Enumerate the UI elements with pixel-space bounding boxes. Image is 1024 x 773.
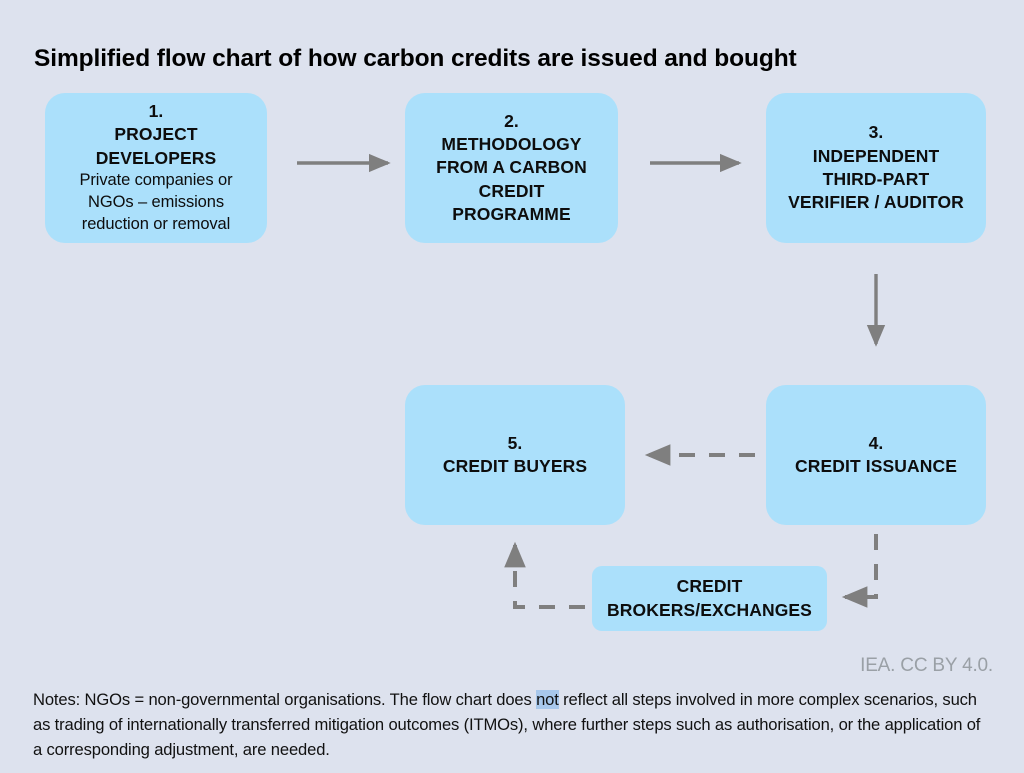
node-4-number: 4. <box>868 432 884 453</box>
node-1-title-line-1: PROJECT <box>114 124 198 145</box>
node-1-sub-line-2: NGOs – emissions <box>88 192 224 211</box>
node-1-heading: 1. PROJECT DEVELOPERS <box>96 100 217 170</box>
arrow-issuance-to-brokers <box>841 534 878 608</box>
node-credit-buyers[interactable]: 5. CREDIT BUYERS <box>405 385 625 525</box>
node-2-heading: 2. METHODOLOGY FROM A CARBON CREDIT PROG… <box>436 110 587 226</box>
node-2-title-line-1: METHODOLOGY <box>441 134 582 155</box>
notes-part-1: Notes: NGOs = non-governmental organisat… <box>33 690 537 709</box>
node-1-subtext: Private companies or NGOs – emissions re… <box>80 170 233 236</box>
node-3-title-line-2: THIRD-PART <box>822 169 930 189</box>
node-3-title-line-3: VERIFIER / AUDITOR <box>788 192 964 213</box>
node-5-number: 5. <box>507 432 523 453</box>
node-credit-issuance[interactable]: 4. CREDIT ISSUANCE <box>766 385 986 525</box>
node-1-number: 1. <box>148 101 164 122</box>
node-credit-brokers-exchanges[interactable]: CREDIT BROKERS/EXCHANGES <box>592 566 827 631</box>
node-1-sub-line-1: Private companies or <box>79 170 233 189</box>
node-methodology[interactable]: 2. METHODOLOGY FROM A CARBON CREDIT PROG… <box>405 93 618 243</box>
node-1-sub-line-3: reduction or removal <box>81 214 231 233</box>
node-2-title-line-4: PROGRAMME <box>452 203 571 224</box>
node-2-title-line-2: FROM A CARBON <box>436 157 587 178</box>
node-brokers-title-line-1: CREDIT <box>676 576 743 597</box>
node-verifier-auditor[interactable]: 3. INDEPENDENT THIRD-PART VERIFIER / AUD… <box>766 93 986 243</box>
notes-part-2: reflect all steps involved in more compl… <box>33 690 981 760</box>
node-3-number: 3. <box>868 122 884 143</box>
node-2-number: 2. <box>504 110 519 131</box>
notes-text: Notes: NGOs = non-governmental organisat… <box>33 687 985 763</box>
node-5-title-line-1: CREDIT BUYERS <box>442 456 588 476</box>
notes-selected-word[interactable]: not <box>536 690 559 709</box>
node-5-heading: 5. CREDIT BUYERS <box>443 432 587 479</box>
node-4-heading: 4. CREDIT ISSUANCE <box>795 432 957 479</box>
node-3-title-line-1: INDEPENDENT <box>812 145 940 166</box>
page-title: Simplified flow chart of how carbon cred… <box>34 45 797 72</box>
node-3-heading: 3. INDEPENDENT THIRD-PART VERIFIER / AUD… <box>788 121 964 214</box>
node-1-title-line-2: DEVELOPERS <box>95 147 217 168</box>
node-brokers-heading: CREDIT BROKERS/EXCHANGES <box>607 575 812 622</box>
node-4-title-line-1: CREDIT ISSUANCE <box>795 456 957 476</box>
node-project-developers[interactable]: 1. PROJECT DEVELOPERS Private companies … <box>45 93 267 243</box>
arrow-brokers-to-buyers <box>504 541 585 609</box>
node-2-title-line-3: CREDIT <box>478 180 545 201</box>
node-brokers-title-line-2: BROKERS/EXCHANGES <box>607 599 812 620</box>
license-credit: IEA. CC BY 4.0. <box>860 655 993 676</box>
